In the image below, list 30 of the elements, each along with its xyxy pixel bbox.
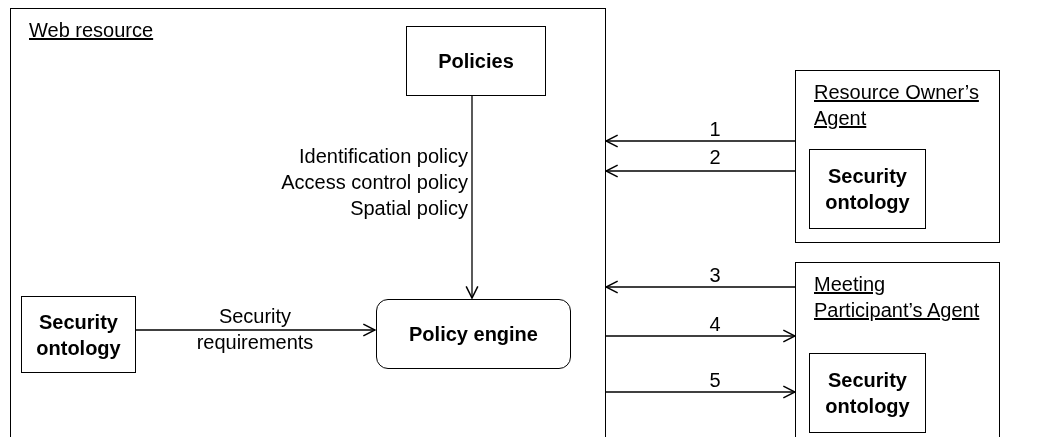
arrow [465, 94, 479, 299]
process-box [809, 149, 926, 229]
node-label: Policies [437, 49, 515, 74]
rounded-box [376, 299, 571, 369]
arrow [605, 164, 796, 178]
edge-label: 1 [708, 117, 722, 142]
container-box [795, 70, 1000, 243]
edge-label: 3 [708, 263, 722, 288]
edge-label: 2 [708, 145, 722, 170]
node-label: Policy engine [408, 322, 539, 347]
process-box [21, 296, 136, 373]
group-title: Web resource [29, 18, 155, 43]
node-label: Security ontology [824, 368, 911, 419]
arrow [605, 280, 796, 294]
container-box [795, 262, 1000, 437]
edge-label: 5 [708, 368, 722, 393]
node-label: Security ontology [35, 309, 122, 361]
arrow [605, 385, 796, 399]
arrow [605, 329, 796, 343]
arrow [605, 134, 796, 148]
edge-label: 4 [708, 312, 722, 337]
arrow [134, 323, 376, 337]
group-title: Resource Owner’s Agent [814, 80, 980, 131]
node-label: Security ontology [824, 164, 911, 215]
process-box [406, 26, 546, 96]
edge-label: Identification policy Access control policy Spatial policy [280, 144, 468, 221]
edge-label: Security requirements [195, 304, 315, 355]
process-box [809, 353, 926, 433]
container-box [10, 8, 606, 437]
group-title: Meeting Participant’s Agent [814, 272, 981, 323]
